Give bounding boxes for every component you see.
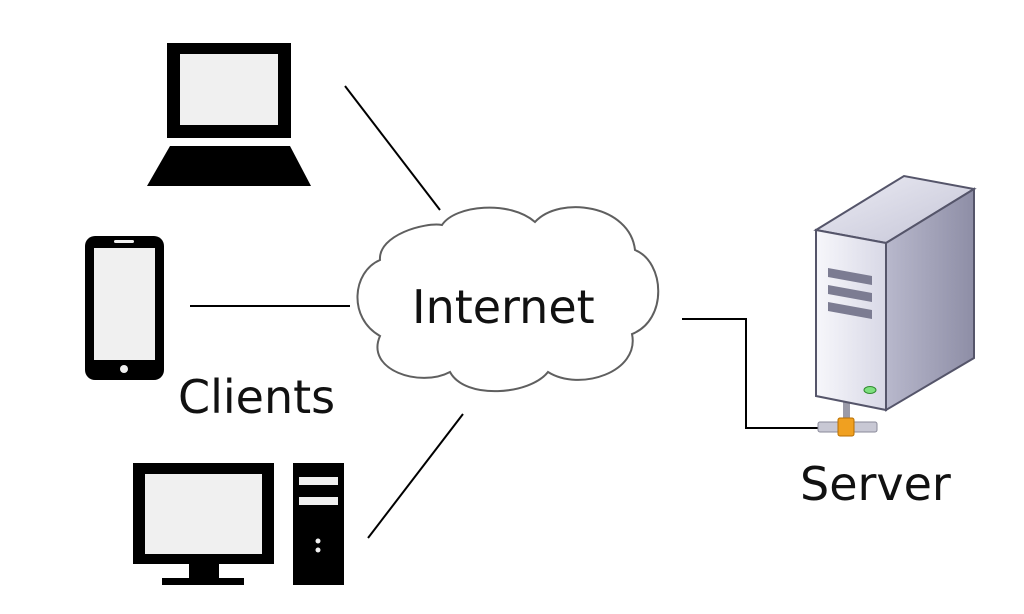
connection-lines — [190, 85, 838, 539]
server-tower-icon — [813, 174, 977, 437]
computer-tower-icon — [293, 463, 344, 585]
internet-label: Internet — [412, 280, 595, 334]
desktop-connection-line — [367, 413, 464, 539]
smartphone-icon — [85, 236, 164, 380]
cloud-icon — [356, 206, 660, 393]
server-connection-line — [682, 318, 838, 429]
network-connector-icon — [817, 397, 878, 437]
clients-label: Clients — [178, 370, 336, 424]
server-led-icon — [863, 386, 877, 394]
laptop-icon — [147, 43, 311, 186]
laptop-connection-line — [344, 85, 441, 211]
server-label: Server — [800, 457, 951, 511]
desktop-computer-icon — [133, 463, 344, 585]
